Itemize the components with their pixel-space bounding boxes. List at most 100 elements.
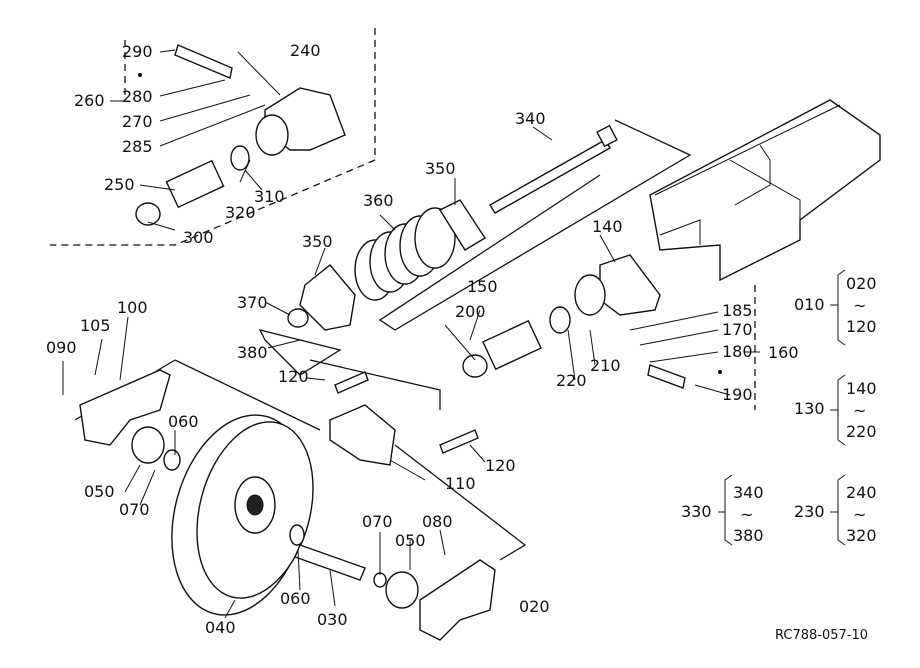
part-label-250: 250 <box>104 175 135 194</box>
shaft-030 <box>294 544 366 581</box>
bracket-140 <box>599 254 661 316</box>
part-label-260: 260 <box>74 91 105 110</box>
plate-350-lower <box>299 264 356 331</box>
group-330-outline <box>378 119 692 331</box>
group-380-outline <box>258 329 342 376</box>
idler-wheel-040 <box>171 414 314 616</box>
part-label-030: 030 <box>317 610 348 629</box>
bolt-120-upper <box>334 371 369 394</box>
group-230-boundary <box>50 28 376 246</box>
part-label-070-left: 070 <box>119 500 150 519</box>
rod-340-head <box>596 124 618 148</box>
valve-180 <box>647 364 686 389</box>
group-010-from: 020 <box>846 274 877 293</box>
part-label-320: 320 <box>225 203 256 222</box>
group-010-parent: 010 <box>794 295 825 314</box>
bolt-120-lower <box>439 429 479 454</box>
bracket-020 <box>419 559 496 641</box>
part-label-360: 360 <box>363 191 394 210</box>
part-label-370: 370 <box>237 293 268 312</box>
group-230-to: 320 <box>846 526 877 545</box>
part-label-050-right: 050 <box>395 531 426 550</box>
leader-lines-middle <box>264 126 553 381</box>
part-label-090: 090 <box>46 338 77 357</box>
part-label-060-right: 060 <box>280 589 311 608</box>
group-230-tilde: ~ <box>853 505 867 524</box>
bracket-140-bore <box>574 274 606 316</box>
part-label-350-lower: 350 <box>302 232 333 251</box>
group-130-to: 220 <box>846 422 877 441</box>
collar-050-right <box>385 571 419 609</box>
nut-370 <box>287 308 309 328</box>
cap-300 <box>135 202 161 226</box>
part-label-110: 110 <box>445 474 476 493</box>
group-330-tilde: ~ <box>740 505 754 524</box>
part-label-340: 340 <box>515 109 546 128</box>
part-label-285: 285 <box>122 137 153 156</box>
group-130-brace <box>830 374 846 446</box>
group-010-brace <box>830 269 846 346</box>
part-label-040: 040 <box>205 618 236 637</box>
part-label-185: 185 <box>722 301 753 320</box>
bracket-240-bore <box>255 114 289 156</box>
cylinder-250 <box>165 159 225 209</box>
group-010-to: 120 <box>846 317 877 336</box>
grease-fitting-290 <box>174 44 233 79</box>
part-label-280: 280 <box>122 87 153 106</box>
part-label-140: 140 <box>592 217 623 236</box>
group-130-parent: 130 <box>794 399 825 418</box>
part-label-220: 220 <box>556 371 587 390</box>
leader-lines-lower-left <box>62 316 486 506</box>
part-label-150: 150 <box>467 277 498 296</box>
group-010-tilde: ~ <box>853 296 867 315</box>
part-label-120-upper: 120 <box>278 367 309 386</box>
group-230-from: 240 <box>846 483 877 502</box>
dot-marker-160 <box>718 370 722 374</box>
part-label-080: 080 <box>422 512 453 531</box>
part-label-380: 380 <box>237 343 268 362</box>
spring-360 <box>354 207 456 301</box>
bushing-060-left <box>163 449 181 471</box>
group-330-parent: 330 <box>681 502 712 521</box>
oring-070-right <box>373 572 387 588</box>
group-330-brace <box>718 474 733 546</box>
part-label-160: 160 <box>768 343 799 362</box>
part-label-060-left: 060 <box>168 412 199 431</box>
part-label-105: 105 <box>80 316 111 335</box>
seal-310 <box>230 145 250 171</box>
part-label-350-upper: 350 <box>425 159 456 178</box>
part-label-020: 020 <box>519 597 550 616</box>
part-label-050-left: 050 <box>84 482 115 501</box>
part-label-310: 310 <box>254 187 285 206</box>
track-frame-detail <box>654 104 841 245</box>
group-330-to: 380 <box>733 526 764 545</box>
group-230-brace <box>830 474 846 546</box>
rod-340 <box>489 139 611 214</box>
cap-200 <box>462 354 488 378</box>
group-230-parent: 230 <box>794 502 825 521</box>
shaft-reference-line <box>394 444 527 561</box>
part-label-180: 180 <box>722 342 753 361</box>
plate-350-upper <box>438 199 486 251</box>
group-130-tilde: ~ <box>853 401 867 420</box>
leader-lines-right <box>444 234 760 396</box>
leader-lines-lower <box>224 529 446 619</box>
part-label-200: 200 <box>455 302 486 321</box>
part-label-120-lower: 120 <box>485 456 516 475</box>
bracket-100 <box>79 369 171 446</box>
part-label-170: 170 <box>722 320 753 339</box>
part-label-070-right: 070 <box>362 512 393 531</box>
track-frame <box>649 99 881 282</box>
part-label-100: 100 <box>117 298 148 317</box>
dot-marker-260 <box>138 73 142 77</box>
part-label-240: 240 <box>290 41 321 60</box>
cylinder-150 <box>482 319 542 371</box>
part-label-290: 290 <box>122 42 153 61</box>
leader-lines-upper <box>110 49 281 231</box>
part-label-270: 270 <box>122 112 153 131</box>
seal-210 <box>549 306 571 334</box>
block-110 <box>329 404 396 466</box>
collar-050-left <box>131 426 165 464</box>
